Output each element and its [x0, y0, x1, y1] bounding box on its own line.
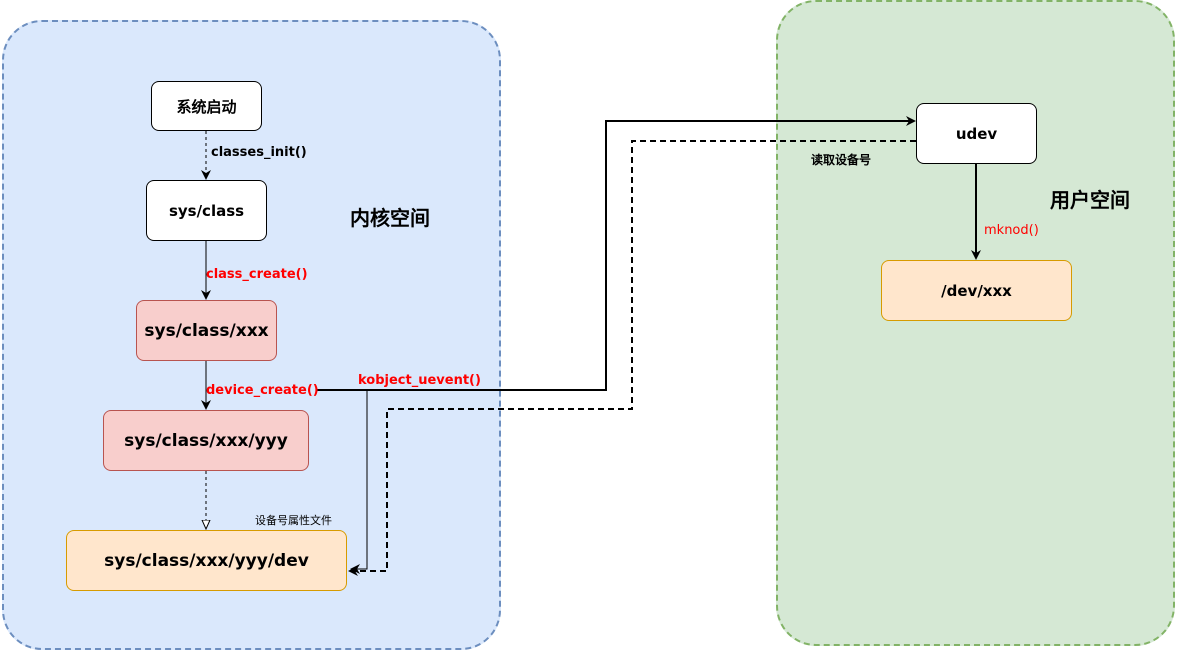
devnum-attr-file-label: 设备号属性文件: [255, 514, 332, 527]
user-space-title: 用户空间: [1050, 188, 1130, 212]
edge-uevent-to-dev: [350, 390, 368, 574]
edge-device-create-to-udev: [316, 116, 916, 391]
read-devnum-label: 读取设备号: [811, 153, 872, 167]
sys-class-xxx-yyy-node[interactable]: sys/class/xxx/yyy: [103, 410, 309, 471]
sys-class-node[interactable]: sys/class: [146, 180, 267, 241]
dev-attr-file-node[interactable]: sys/class/xxx/yyy/dev: [66, 530, 347, 591]
udev-node[interactable]: udev: [916, 103, 1037, 164]
class-create-label: class_create(): [206, 267, 308, 282]
classes-init-label: classes_init(): [211, 145, 307, 160]
sys-class-xxx-node[interactable]: sys/class/xxx: [136, 300, 277, 361]
boot-node[interactable]: 系统启动: [151, 81, 262, 131]
mknod-label: mknod(): [984, 223, 1039, 238]
kernel-space-title: 内核空间: [350, 206, 430, 230]
edge-udev-read-devnum: [348, 140, 916, 576]
dev-xxx-node[interactable]: /dev/xxx: [881, 260, 1072, 321]
kobject-uevent-label: kobject_uevent(): [358, 373, 481, 388]
device-create-label: device_create(): [206, 383, 319, 398]
